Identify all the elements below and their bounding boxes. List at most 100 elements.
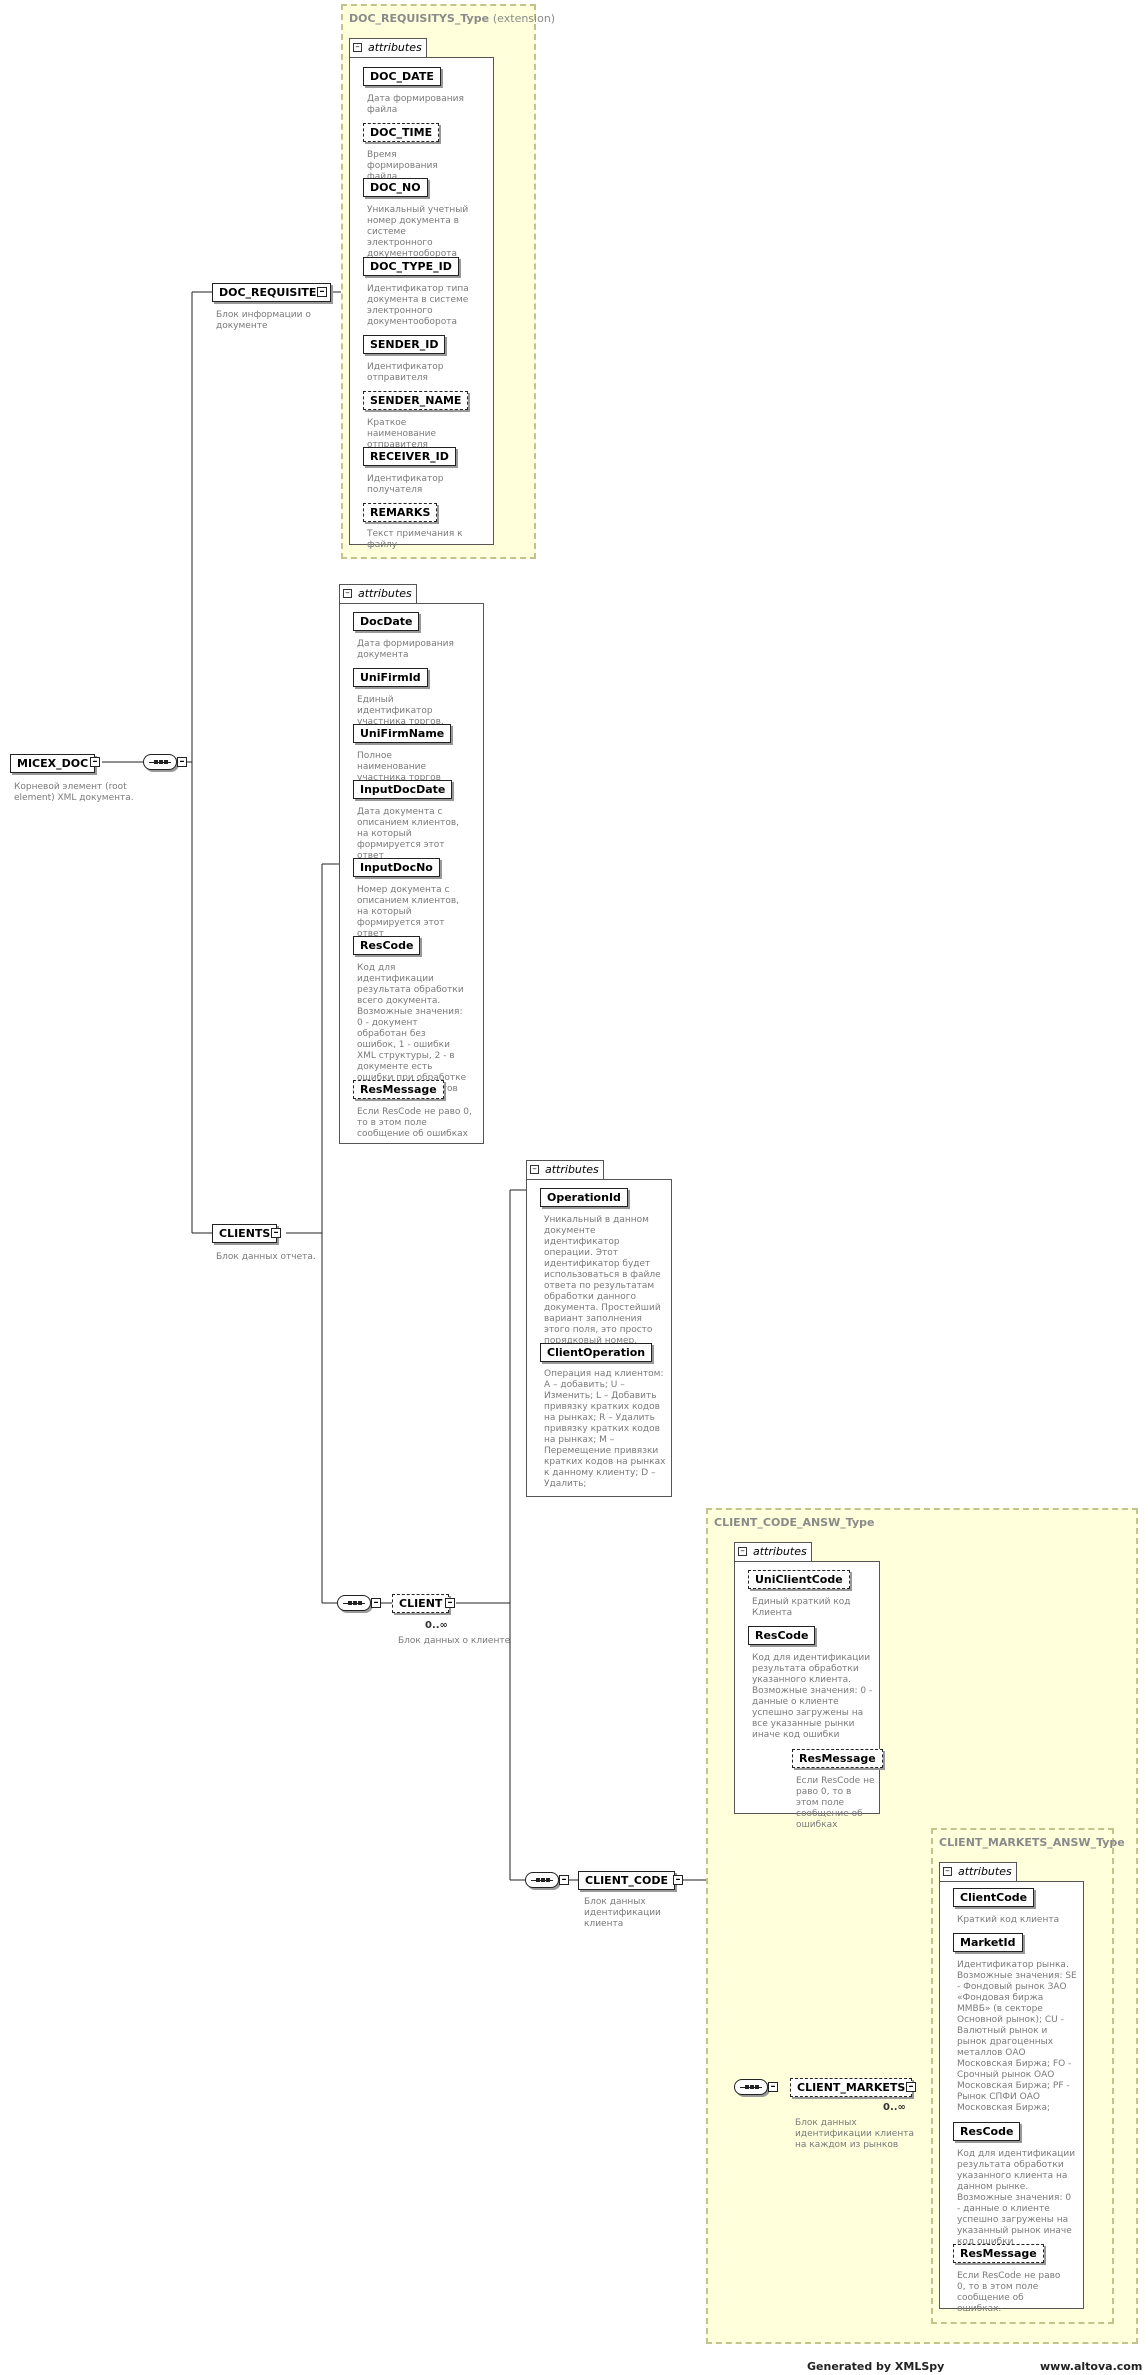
attr-receiver-id[interactable]: RECEIVER_ID [363,447,456,466]
attr-doc-no-desc: Уникальный учетный номер документа в сис… [367,205,469,259]
clients-description: Блок данных отчета. [216,1252,316,1262]
clients-toggle[interactable]: – [271,1228,281,1238]
client-markets-cardinality: 0..∞ [883,2102,906,2113]
element-client-code-label: CLIENT_CODE [585,1874,668,1887]
client-sequence-compositor[interactable] [525,1872,559,1888]
attr-doc-type-id[interactable]: DOC_TYPE_ID [363,257,459,276]
client-attributes-box [526,1179,672,1497]
client-code-description: Блок данных идентификации клиента [584,1897,661,1929]
element-client-markets-label: CLIENT_MARKETS [797,2081,906,2094]
attr-doc-date[interactable]: DOC_DATE [363,67,441,86]
element-clients-label: CLIENTS [219,1227,271,1240]
attr-sender-name-desc: Краткое наименование отправителя [367,418,437,450]
attr-unifirmname[interactable]: UniFirmName [353,724,452,743]
clients-sequence-compositor[interactable] [337,1595,371,1611]
collapse-icon: – [343,589,352,598]
attr-doc-no[interactable]: DOC_NO [363,178,428,197]
client-code-sequence-compositor[interactable] [734,2079,768,2095]
attr-rescode-desc: Код для идентификации результата обработ… [357,963,467,1094]
attr-doc-type-id-desc: Идентификатор типа документа в системе э… [367,284,469,327]
attr-client-code-resmessage-desc: Если ResCode не раво 0, то в этом поле с… [796,1776,875,1830]
attr-clientcode[interactable]: ClientCode [953,1888,1035,1907]
client-markets-attributes-box [939,1881,1084,2309]
footer-altova-link[interactable]: www.altova.com [1040,2360,1143,2373]
attr-client-code-rescode-desc: Код для идентификации результата обработ… [752,1653,873,1740]
root-element-micex-doc[interactable]: MICEX_DOC [10,754,96,773]
attr-client-markets-rescode-desc: Код для идентификации результата обработ… [957,2149,1076,2247]
doc-requisites-description: Блок информации о документе [216,310,311,331]
attr-receiver-id-desc: Идентификатор получателя [367,474,444,495]
attr-client-code-resmessage[interactable]: ResMessage [792,1749,883,1768]
collapse-icon: – [353,43,362,52]
attr-sender-id[interactable]: SENDER_ID [363,335,446,354]
collapse-icon: – [738,1547,747,1556]
attr-rescode[interactable]: ResCode [353,936,421,955]
client-attributes-tab[interactable]: –attributes [526,1160,604,1179]
attr-marketid[interactable]: MarketId [953,1933,1023,1952]
attr-client-markets-resmessage[interactable]: ResMessage [953,2244,1044,2263]
root-element-label: MICEX_DOC [17,757,89,770]
client-cardinality: 0..∞ [425,1620,448,1631]
attr-resmessage[interactable]: ResMessage [353,1080,444,1099]
client-description: Блок данных о клиенте [398,1636,511,1646]
attr-remarks-desc: Текст примечания к файлу [367,529,463,550]
element-doc-requisites[interactable]: DOC_REQUISITES [212,283,332,302]
attr-uniclientcode-desc: Единый краткий код Клиента [752,1597,851,1618]
attr-doc-time-desc: Время формирования файла [367,150,438,182]
client-markets-answ-type-title: CLIENT_MARKETS_ANSW_Type [939,1836,1125,1849]
doc-requisitys-type-title: DOC_REQUISITYS_Type (extension) [349,12,556,25]
attr-uniclientcode[interactable]: UniClientCode [748,1570,850,1589]
attr-inputdocdate[interactable]: InputDocDate [353,780,453,799]
element-client-label: CLIENT [399,1597,443,1610]
client-code-sequence-toggle[interactable]: – [768,2082,778,2092]
root-element-description: Корневой элемент (root element) XML доку… [14,782,134,803]
client-code-answ-type-title: CLIENT_CODE_ANSW_Type [714,1516,875,1529]
attr-doc-date-desc: Дата формирования файла [367,94,464,115]
element-clients[interactable]: CLIENTS [212,1224,278,1243]
attr-client-markets-rescode[interactable]: ResCode [953,2122,1021,2141]
doc-requisites-attributes-tab[interactable]: –attributes [349,38,427,57]
collapse-icon: – [530,1165,539,1174]
attr-unifirmname-desc: Полное наименование участника торгов [357,751,441,783]
attr-inputdocno-desc: Номер документа с описанием клиентов, на… [357,885,459,939]
client-code-attributes-box [734,1561,880,1814]
client-toggle[interactable]: – [445,1598,455,1608]
clients-sequence-toggle[interactable]: – [371,1598,381,1608]
root-expand-toggle[interactable]: – [90,757,100,767]
element-client-code[interactable]: CLIENT_CODE [578,1871,675,1890]
attr-unifirmid-desc: Единый идентификатор участника торгов. [357,695,444,727]
attr-docdate-desc: Дата формирования документа [357,639,454,660]
client-code-toggle[interactable]: – [673,1875,683,1885]
root-sequence-compositor[interactable] [143,754,177,770]
collapse-icon: – [943,1867,952,1876]
element-client-markets[interactable]: CLIENT_MARKETS [790,2078,913,2097]
attr-operationid[interactable]: OperationId [540,1188,628,1207]
attr-doc-time[interactable]: DOC_TIME [363,123,440,142]
attr-clientoperation[interactable]: ClientOperation [540,1343,653,1362]
attr-resmessage-desc: Если ResCode не раво 0, то в этом поле с… [357,1107,472,1139]
attr-unifirmid[interactable]: UniFirmId [353,668,428,687]
client-sequence-toggle[interactable]: – [559,1875,569,1885]
attr-marketid-desc: Идентификатор рынка. Возможные значения:… [957,1960,1077,2113]
attr-operationid-desc: Уникальный в данном документе идентифика… [544,1215,661,1346]
client-markets-attributes-tab[interactable]: –attributes [939,1862,1017,1881]
doc-requisites-toggle[interactable]: – [317,287,327,297]
element-client[interactable]: CLIENT [392,1594,450,1613]
attr-client-markets-resmessage-desc: Если ResCode не раво 0, то в этом поле с… [957,2271,1061,2314]
attr-clientcode-desc: Краткий код клиента [957,1915,1060,1925]
attr-clientoperation-desc: Операция над клиентом: A – добавить; U –… [544,1369,666,1489]
footer-generated-by: Generated by XMLSpy [807,2360,945,2373]
attr-inputdocno[interactable]: InputDocNo [353,858,440,877]
attr-inputdocdate-desc: Дата документа с описанием клиентов, на … [357,807,459,861]
clients-attributes-tab[interactable]: –attributes [339,584,417,603]
root-sequence-toggle[interactable]: – [177,757,187,767]
attr-remarks[interactable]: REMARKS [363,503,438,522]
client-code-attributes-tab[interactable]: –attributes [734,1542,812,1561]
attr-client-code-rescode[interactable]: ResCode [748,1626,816,1645]
attr-sender-name[interactable]: SENDER_NAME [363,391,469,410]
attr-docdate[interactable]: DocDate [353,612,420,631]
attr-sender-id-desc: Идентификатор отправителя [367,362,444,383]
element-doc-requisites-label: DOC_REQUISITES [219,286,325,299]
client-markets-description: Блок данных идентификации клиента на каж… [795,2118,914,2150]
client-markets-toggle[interactable]: – [906,2082,916,2092]
